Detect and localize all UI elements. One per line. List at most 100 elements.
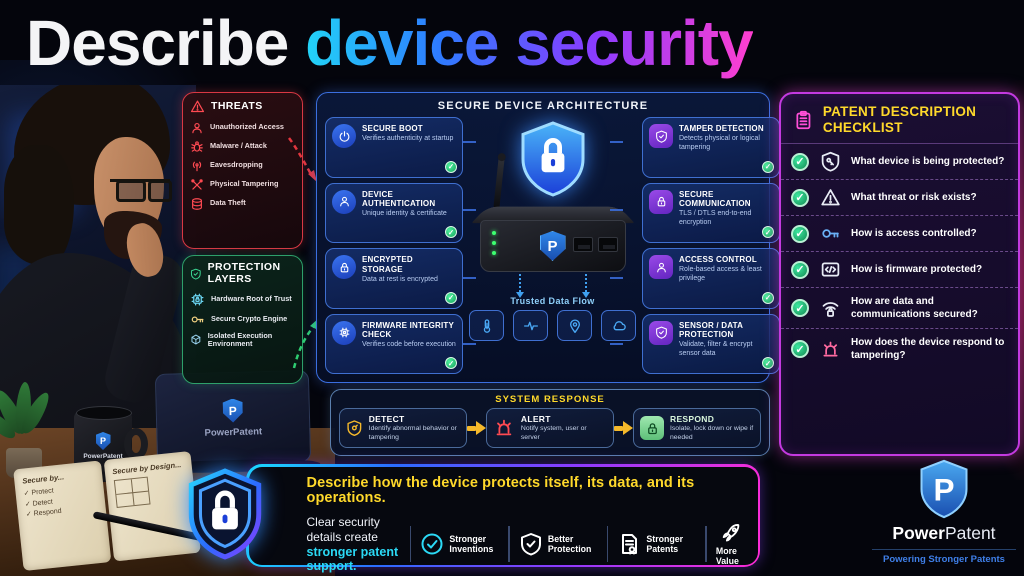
clipboard-icon xyxy=(793,105,814,135)
check-icon xyxy=(791,152,809,171)
list-item: Physical Tampering xyxy=(190,175,295,194)
thermometer-icon xyxy=(469,310,504,341)
document-seal-icon xyxy=(617,532,641,556)
card-desc: Validate, filter & encrypt sensor data xyxy=(679,341,753,357)
security-shield-lock-icon xyxy=(521,121,584,197)
connector-line xyxy=(463,209,476,211)
threat-label: Unauthorized Access xyxy=(210,122,284,132)
system-response-title: SYSTEM RESPONSE xyxy=(495,394,605,405)
check-icon xyxy=(791,224,809,243)
lock-icon xyxy=(649,189,673,214)
logo-letter: P xyxy=(99,436,106,446)
checklist-item: How are data and communications secured? xyxy=(781,288,1018,330)
person-icon xyxy=(190,121,204,135)
protection-label: Hardware Root of Trust xyxy=(211,293,292,303)
architecture-title: SECURE DEVICE ARCHITECTURE xyxy=(437,100,649,112)
bottom-message-bar: Describe how the device protects itself,… xyxy=(246,464,760,573)
check-icon xyxy=(762,160,774,173)
rocket-icon xyxy=(720,522,742,544)
trusted-data-flow-label: Trusted Data Flow xyxy=(510,296,595,306)
threat-label: Data Theft xyxy=(210,198,246,208)
brand-name-light: Patent xyxy=(944,523,996,543)
threats-title: THREATS xyxy=(211,99,263,112)
ethernet-port xyxy=(572,237,593,252)
divider xyxy=(508,526,510,563)
checklist-item: How does the device respond to tampering… xyxy=(781,329,1018,369)
list-item: Data Theft xyxy=(190,194,295,213)
checklist-question: What device is being protected? xyxy=(851,156,1005,168)
feature-card-tamper-detection: TAMPER DETECTION Detects physical or logi… xyxy=(642,117,780,178)
architecture-center: P Trusted Data Flow xyxy=(469,117,636,374)
dotted-line xyxy=(581,274,590,298)
laptop-brand-text: PowerPatent xyxy=(204,425,263,439)
status-led xyxy=(491,231,496,235)
threat-label: Eavesdropping xyxy=(210,160,263,170)
checklist-title: PATENT DESCRIPTION CHECKLIST xyxy=(822,104,977,135)
support-text-line1: Clear security details create xyxy=(306,515,380,545)
check-icon xyxy=(791,188,809,207)
check-icon xyxy=(445,357,457,369)
warning-triangle-icon xyxy=(820,187,841,208)
card-title: ENCRYPTED STORAGE xyxy=(362,255,413,274)
sensor-icon-row xyxy=(469,310,636,341)
threats-header: THREATS xyxy=(190,99,295,114)
protection-title: PROTECTION LAYERS xyxy=(207,261,281,285)
glowing-shield-lock-icon xyxy=(188,468,262,560)
pulse-icon xyxy=(513,310,548,341)
check-icon xyxy=(791,299,809,318)
card-title: DEVICE AUTHENTICATION xyxy=(362,189,436,209)
shield-check-icon xyxy=(519,532,543,556)
bottom-row: Clear security details create stronger p… xyxy=(307,515,746,573)
status-led xyxy=(491,251,496,255)
badge-label: Stronger Patents xyxy=(646,533,684,555)
brand-name-bold: Power xyxy=(892,523,945,543)
check-icon xyxy=(791,260,809,279)
check-icon xyxy=(791,340,809,359)
checklist-question: How is firmware protected? xyxy=(851,264,983,276)
list-item: Secure Crypto Engine xyxy=(190,309,295,329)
list-item: Unauthorized Access xyxy=(190,118,295,137)
card-title: TAMPER DETECTION xyxy=(679,124,764,133)
checklist-item: What device is being protected? xyxy=(781,144,1018,181)
list-item: Malware / Attack xyxy=(190,137,295,156)
support-text: Clear security details create stronger p… xyxy=(307,515,401,573)
list-item: Eavesdropping xyxy=(190,156,295,175)
card-desc: Detects physical or logical tampering xyxy=(679,135,760,151)
check-icon xyxy=(762,357,774,369)
check-icon xyxy=(762,226,774,238)
arrow-right-icon xyxy=(614,421,633,435)
checklist-question: How are data and communications secured? xyxy=(851,296,978,321)
man-hair-side xyxy=(4,145,74,265)
badge-better-protection: Better Protection xyxy=(519,532,598,556)
protection-header: PROTECTION LAYERS xyxy=(190,261,295,285)
powerpatent-shield-logo: P xyxy=(222,398,243,423)
code-icon xyxy=(820,259,841,280)
logo-letter: P xyxy=(228,403,237,418)
card-title: SECURE COMMUNICATION xyxy=(679,189,751,209)
badge-label: Better Protection xyxy=(547,533,592,555)
card-desc: Verifies authenticity at startup xyxy=(362,135,454,143)
checklist-question: How does the device respond to tampering… xyxy=(851,337,1005,362)
step-title: RESPOND xyxy=(670,414,715,425)
logo-letter: P xyxy=(547,237,558,255)
wifi-lock-icon xyxy=(820,298,841,319)
threats-panel: THREATS Unauthorized Access Malware / At… xyxy=(182,92,303,249)
status-led xyxy=(491,241,496,245)
connector-line xyxy=(463,343,476,345)
key-icon xyxy=(190,312,205,327)
divider xyxy=(872,549,1016,550)
divider xyxy=(705,526,707,563)
page-title: Describe device security xyxy=(26,6,754,80)
badge-more-value: More Value xyxy=(716,522,746,567)
ethernet-port xyxy=(597,237,618,252)
powerpatent-shield-logo: P xyxy=(920,459,968,519)
step-desc: Notify system, user or server xyxy=(520,425,587,441)
